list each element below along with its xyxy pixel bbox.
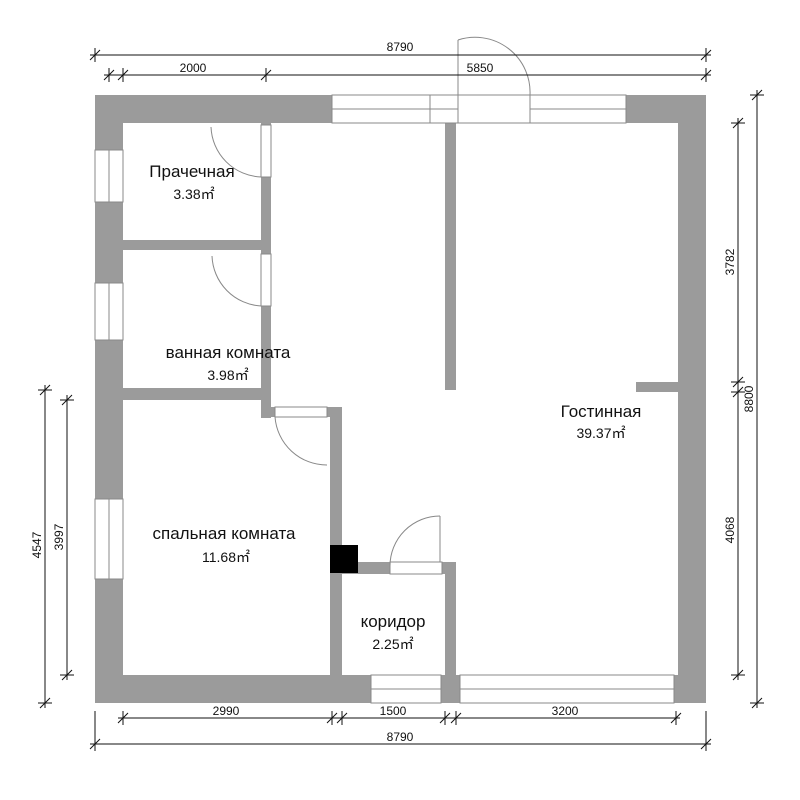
door-bathroom [211,253,272,307]
bathroom-area: 3.98㎡ [207,367,248,383]
window-left-bedroom [94,498,124,580]
wall-corridor-right [445,562,456,703]
window-left-laundry [94,149,124,203]
wall-living-partial [445,123,456,390]
laundry-area: 3.38㎡ [173,186,214,202]
dim-left-outer: 4547 [30,531,44,558]
corridor-area: 2.25㎡ [372,636,413,652]
room-labels: Прачечная 3.38㎡ ванная комната 3.98㎡ спа… [149,162,641,652]
wall-bathroom-bottom [123,388,271,400]
door-laundry [210,124,272,178]
window-bottom-living [459,674,675,704]
door-corridor [389,515,443,575]
dim-right-lower: 4068 [723,516,737,543]
bathroom-name: ванная комната [166,343,291,362]
door-entrance [457,36,531,124]
dim-right-total: 8800 [742,385,756,412]
dimensions: 8790 2000 5850 2990 1500 3200 [30,40,764,751]
dim-bottom-total: 8790 [387,730,414,744]
dim-bottom-3: 3200 [552,704,579,718]
bedroom-name: спальная комната [153,524,297,543]
living-name: Гостинная [561,402,642,421]
dim-right-upper: 3782 [723,248,737,275]
wall-bedroom-right [330,407,342,675]
corridor-name: коридор [361,612,426,631]
bedroom-area: 11.68㎡ [202,549,250,565]
dim-left-inner: 3997 [52,523,66,550]
wall-laundry-bottom [123,240,271,250]
dim-top-total: 8790 [387,40,414,54]
laundry-name: Прачечная [149,162,234,181]
window-left-bathroom [94,282,124,341]
column [330,545,358,573]
outer-wall-right [678,95,706,703]
living-area: 39.37㎡ [576,425,625,441]
dim-top-right: 5850 [467,61,494,75]
dim-bottom-1: 2990 [213,704,240,718]
doors [210,36,531,575]
window-bottom-corridor [370,674,442,704]
dim-top-left: 2000 [180,61,207,75]
wall-stub-right [636,382,678,392]
door-bedroom [274,406,328,466]
dim-bottom-2: 1500 [380,704,407,718]
